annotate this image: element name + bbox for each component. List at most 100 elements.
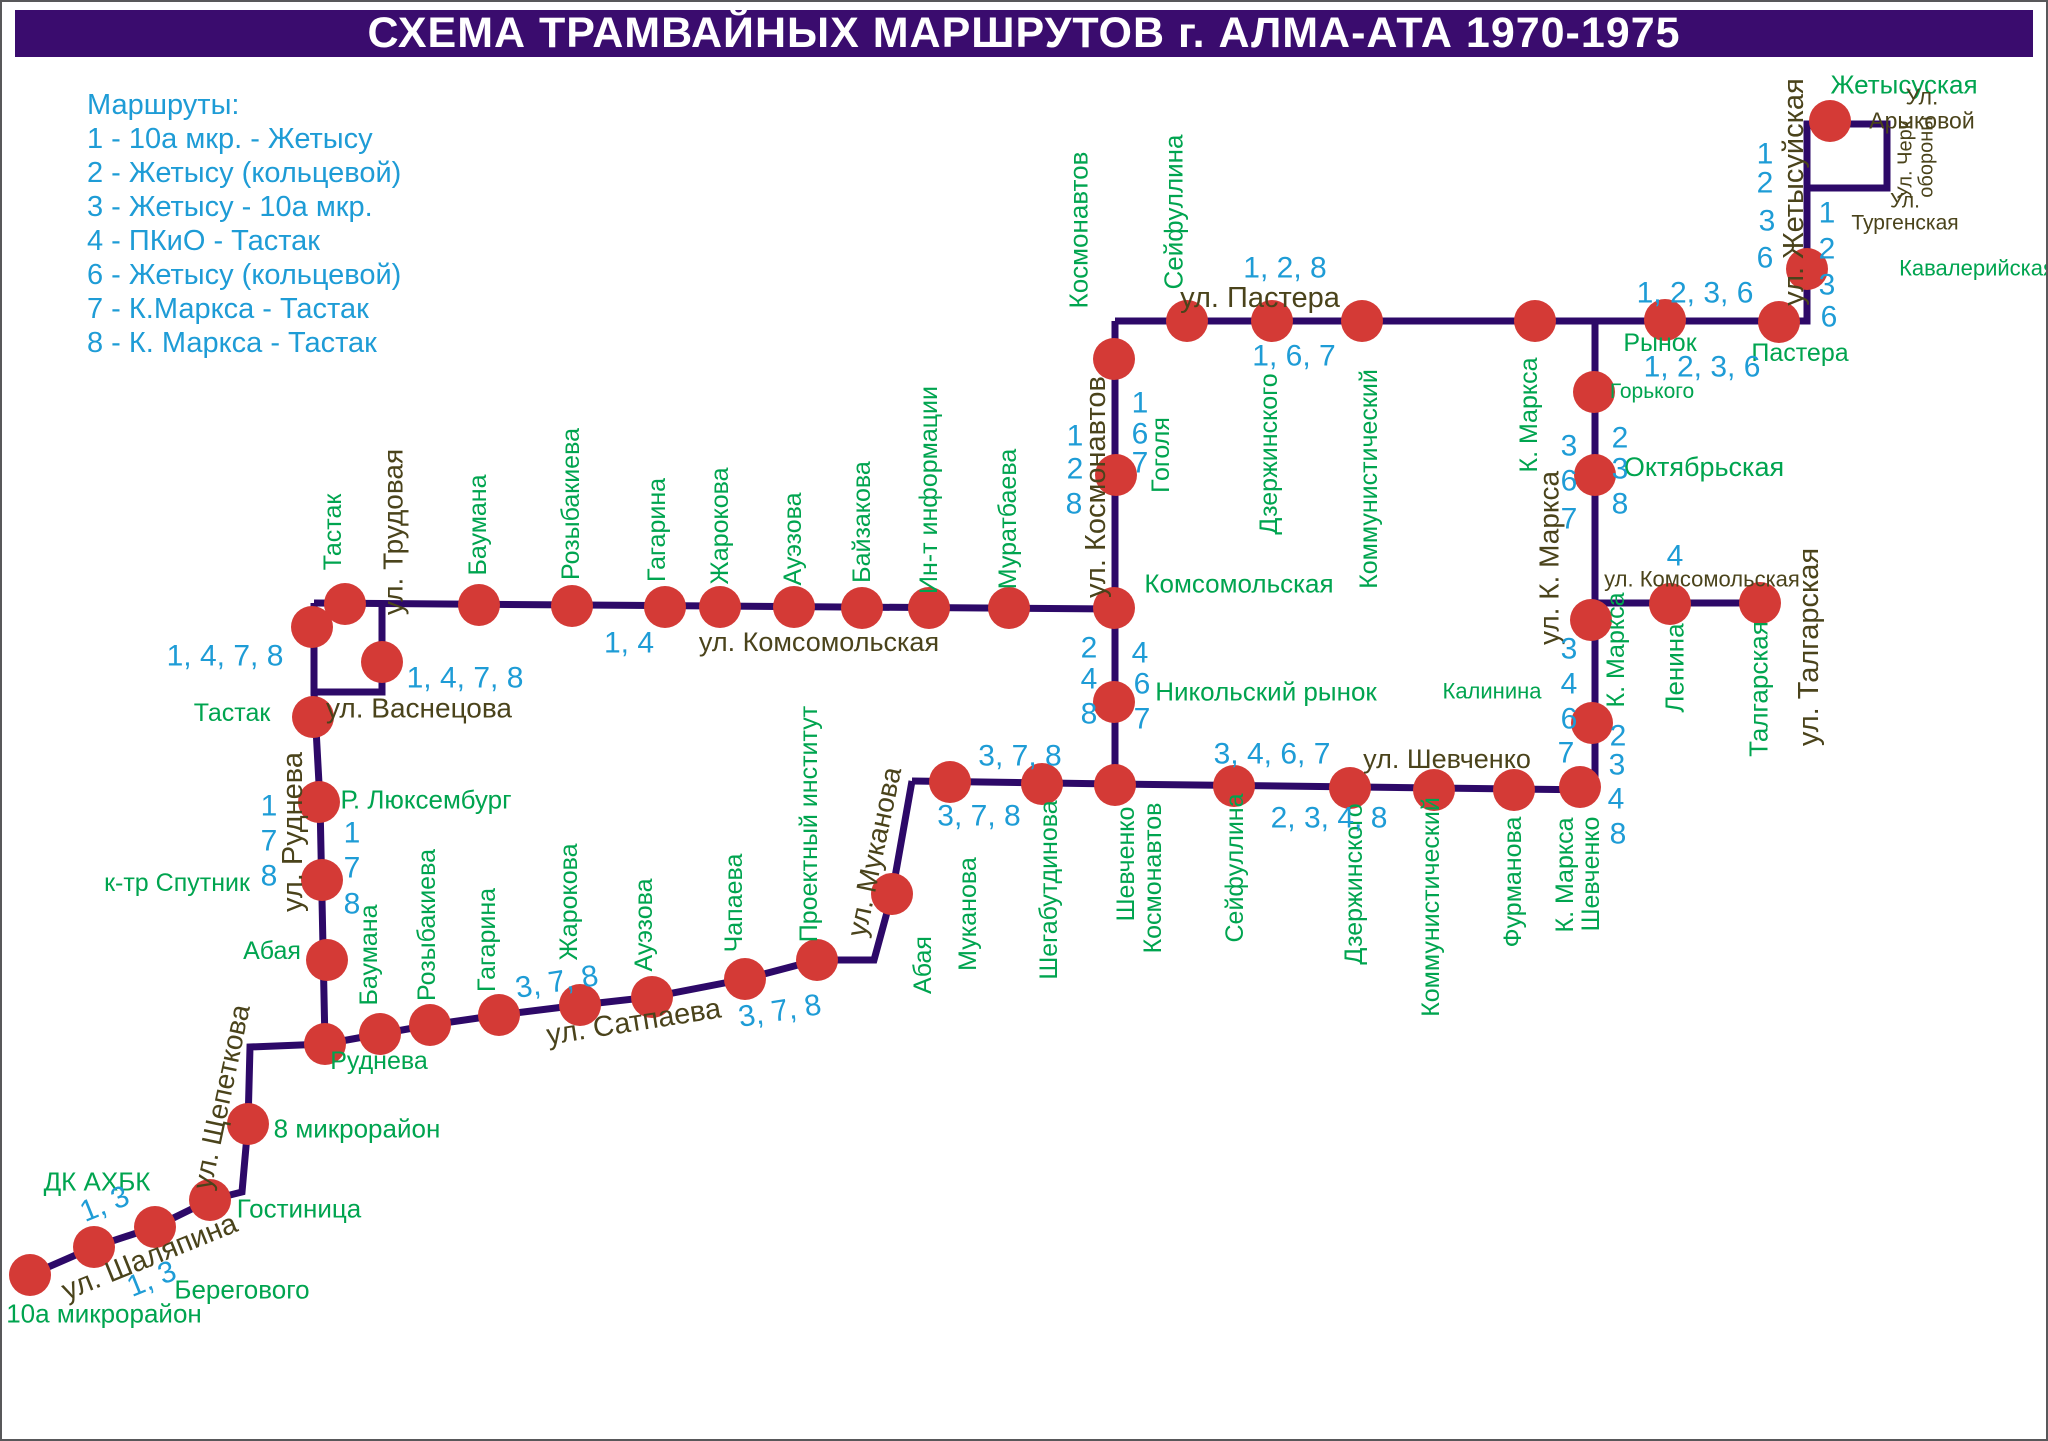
- station-label: Берегового: [174, 1274, 310, 1305]
- station-dot: [1809, 100, 1851, 142]
- station-dot: [1493, 769, 1535, 811]
- station-label: 10а микрорайон: [6, 1298, 202, 1329]
- station-dot: [292, 696, 334, 738]
- route-numbers-label: 7: [1560, 502, 1578, 536]
- station-dot: [1095, 454, 1137, 496]
- station-label: Комсомольская: [1144, 568, 1334, 599]
- station-dot: [988, 587, 1030, 629]
- route-numbers-label: 1, 4, 7, 8: [166, 639, 284, 673]
- station-dot: [359, 1013, 401, 1055]
- route-numbers-label: 4: [1131, 636, 1149, 670]
- station-dot: [1213, 765, 1255, 807]
- route-numbers-label: 7: [1133, 702, 1151, 736]
- route-numbers-label: 3, 7, 8: [937, 799, 1021, 833]
- station-label: Шегабутдинова: [1035, 800, 1064, 980]
- route-numbers-label: 1: [343, 816, 361, 850]
- station-dot: [1649, 583, 1691, 625]
- station-dot: [644, 586, 686, 628]
- route-numbers-label: 6: [1131, 417, 1149, 451]
- station-label: Гостиница: [236, 1193, 362, 1224]
- station-dot: [1514, 300, 1556, 342]
- street-label: ул. Космонавтов: [1080, 376, 1113, 598]
- station-dot: [9, 1254, 51, 1296]
- route-numbers-label: 2: [1080, 631, 1098, 665]
- street-label: ул. Жетысуйская: [1778, 78, 1811, 306]
- title-bar: СХЕМА ТРАМВАЙНЫХ МАРШРУТОВ г. АЛМА-АТА 1…: [15, 9, 2033, 57]
- legend-heading: Маршруты:: [87, 89, 240, 121]
- station-label: Ауэзова: [779, 492, 808, 586]
- route-numbers-label: 6: [1756, 241, 1774, 275]
- station-label: Горького: [1609, 380, 1695, 404]
- station-dot: [1570, 599, 1612, 641]
- route-numbers-label: 2, 3, 4, 8: [1270, 801, 1388, 835]
- route-numbers-label: 2: [1756, 166, 1774, 200]
- route-numbers-label: 7: [1131, 446, 1149, 480]
- legend-route: 4 - ПКиО - Тастак: [87, 225, 320, 257]
- station-label: К. Маркса: [1551, 817, 1580, 933]
- station-dot: [773, 586, 815, 628]
- station-dot: [1758, 301, 1800, 343]
- station-label: Коммунистический: [1355, 369, 1384, 589]
- route-numbers-label: 7: [343, 851, 361, 885]
- station-dot: [1341, 300, 1383, 342]
- station-dot: [551, 585, 593, 627]
- route-numbers-label: 3: [1758, 204, 1776, 238]
- station-dot: [871, 873, 913, 915]
- street-label: ул. Комсомольская: [698, 627, 940, 658]
- station-label: Р. Люксембург: [340, 784, 512, 815]
- legend-route: 3 - Жетысу - 10а мкр.: [87, 191, 373, 223]
- station-label: Муратбаева: [994, 448, 1023, 590]
- station-label: Абая: [243, 937, 301, 966]
- legend-route: 7 - К.Маркса - Тастак: [87, 293, 369, 325]
- route-numbers-label: 3, 4, 6, 7: [1213, 737, 1331, 771]
- station-label: Дзержинского: [1255, 373, 1284, 535]
- route-numbers-label: 7: [260, 824, 278, 858]
- station-label: Шевченко: [1577, 816, 1606, 932]
- station-label: Калинина: [1442, 678, 1542, 704]
- route-numbers-label: 1, 4: [603, 626, 655, 660]
- station-dot: [1739, 582, 1781, 624]
- station-label: Фурманова: [1499, 816, 1528, 948]
- station-label: Гоголя: [1147, 417, 1176, 493]
- station-dot: [361, 641, 403, 683]
- station-dot: [227, 1103, 269, 1145]
- station-dot: [1021, 763, 1063, 805]
- station-label: Байзакова: [848, 461, 877, 583]
- route-numbers-label: 8: [1611, 487, 1629, 521]
- station-dot: [1413, 769, 1455, 811]
- station-dot: [1093, 681, 1135, 723]
- station-dot: [324, 583, 366, 625]
- station-label: Гагарина: [473, 887, 502, 993]
- station-label: Рынок: [1623, 329, 1697, 358]
- station-dot: [724, 958, 766, 1000]
- station-label: Пастера: [1751, 339, 1849, 368]
- station-label: 8 микрорайон: [273, 1113, 441, 1144]
- station-label: Жарокова: [555, 843, 584, 961]
- station-label: Жетысуская: [1830, 69, 1978, 100]
- street-label: ул. Щепеткова: [186, 1001, 256, 1192]
- station-label: Тастак: [193, 699, 271, 728]
- route-numbers-label: 6: [1133, 667, 1151, 701]
- station-label: Октябрьская: [1623, 452, 1785, 483]
- station-label: ДК АХБК: [43, 1166, 151, 1197]
- route-numbers-label: 1: [260, 789, 278, 823]
- station-dot: [1644, 299, 1686, 341]
- route-numbers-label: 8: [1065, 487, 1083, 521]
- station-label: Талгарская: [1743, 621, 1774, 757]
- legend-route: 2 - Жетысу (кольцевой): [87, 157, 402, 189]
- station-dot: [1093, 338, 1135, 380]
- station-label: Никольский рынок: [1155, 676, 1377, 707]
- route-numbers-label: 2: [1066, 452, 1084, 486]
- station-dot: [301, 859, 343, 901]
- legend-route: 6 - Жетысу (кольцевой): [87, 259, 402, 291]
- station-dot: [409, 1004, 451, 1046]
- station-dot: [1786, 248, 1828, 290]
- station-label: Абая: [909, 936, 938, 994]
- route-numbers-label: 2: [1609, 719, 1627, 753]
- station-dot: [73, 1226, 115, 1268]
- station-label: Космонавтов: [1063, 151, 1094, 309]
